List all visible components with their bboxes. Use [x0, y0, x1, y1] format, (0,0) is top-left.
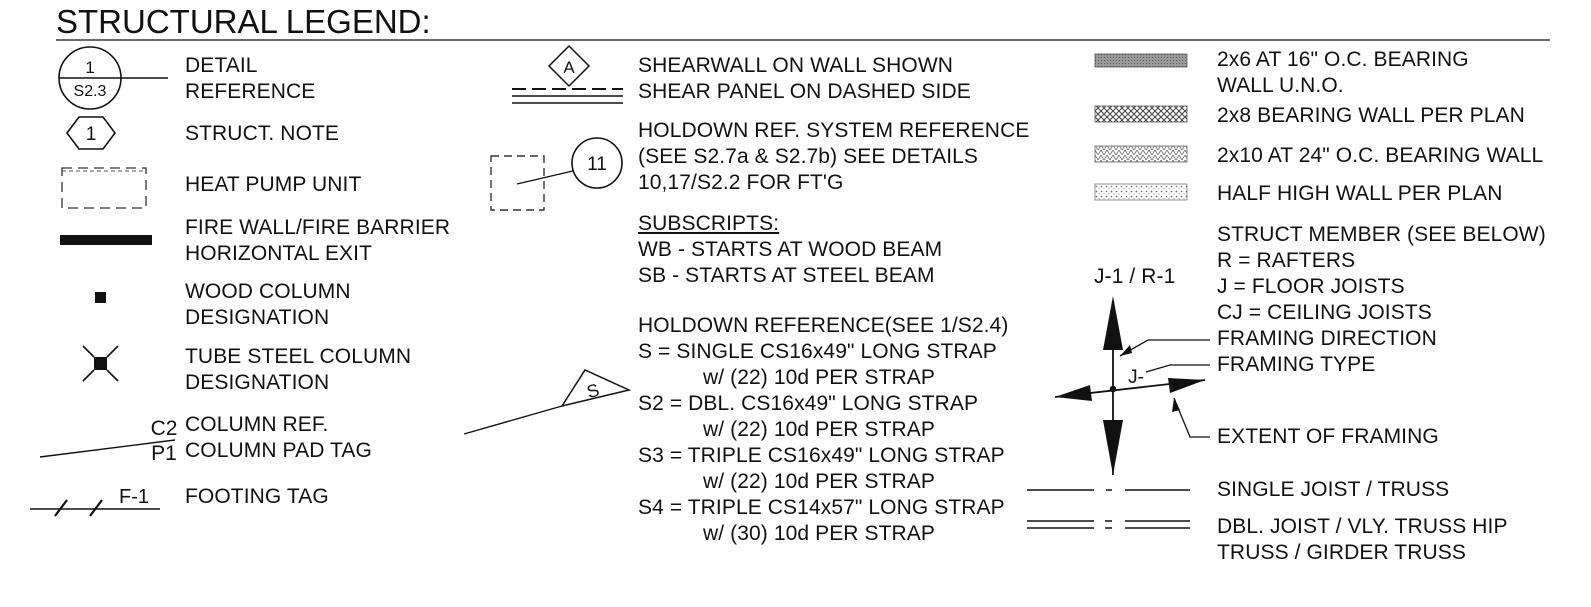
heat-pump-label: HEAT PUMP UNIT: [185, 173, 362, 196]
footing-tag-label-text: FOOTING TAG: [185, 485, 329, 508]
struct-note-hexagon: 1: [66, 116, 116, 150]
strap-line: S3 = TRIPLE CS16x49" LONG STRAP: [638, 444, 1005, 467]
strap-line: w/ (22) 10d PER STRAP: [703, 366, 936, 389]
wall-2x10-hatch: [1094, 145, 1188, 163]
wall-2x6-label-2: WALL U.N.O.: [1217, 74, 1344, 97]
strap-line: S2 = DBL. CS16x49" LONG STRAP: [638, 392, 979, 415]
strap-tag-letter: S: [584, 380, 601, 403]
wall-2x6-hatch: [1094, 53, 1188, 68]
holdown-label-1: HOLDOWN REF. SYSTEM REFERENCE: [638, 119, 1030, 142]
column-tag-top: C2: [151, 417, 178, 440]
shearwall-letter: A: [563, 58, 575, 77]
strap-line: w/ (22) 10d PER STRAP: [703, 470, 936, 493]
wall-2x8-label: 2x8 BEARING WALL PER PLAN: [1217, 104, 1525, 127]
strap-line: S4 = TRIPLE CS14x57" LONG STRAP: [638, 496, 1005, 519]
shearwall-symbol: A: [512, 44, 623, 104]
framing-type-label: J-: [1128, 367, 1144, 388]
tube-steel-label-2: DESIGNATION: [185, 371, 330, 394]
double-joist-label-2: TRUSS / GIRDER TRUSS: [1217, 541, 1466, 564]
column-ref-label: COLUMN REF.: [185, 413, 329, 436]
holdown-label-2: (SEE S2.7a & S2.7b) SEE DETAILS: [638, 145, 979, 168]
wood-column-label-2: DESIGNATION: [185, 306, 330, 329]
struct-note-number: 1: [86, 124, 97, 145]
fire-wall-label-1: FIRE WALL/FIRE BARRIER: [185, 216, 451, 239]
legend-title: STRUCTURAL LEGEND:: [56, 3, 431, 40]
column-tag-bottom: P1: [151, 442, 177, 465]
footing-tag-symbol: F-1: [30, 486, 160, 517]
wall-2x8-hatch: [1094, 105, 1188, 123]
heat-pump-symbol: [61, 167, 147, 209]
detail-reference-symbol: 1 S2.3: [58, 46, 168, 110]
tube-steel-label-1: TUBE STEEL COLUMN: [185, 345, 412, 368]
member-rafters: R = RAFTERS: [1217, 249, 1356, 272]
wood-column-symbol: [95, 292, 106, 303]
holdown-label-3: 10,17/S2.2 FOR FT'G: [638, 171, 844, 194]
column-ref-symbol: C2 P1: [39, 417, 178, 465]
subscript-sb: SB - STARTS AT STEEL BEAM: [638, 264, 935, 287]
subscript-wb: WB - STARTS AT WOOD BEAM: [638, 238, 943, 261]
member-tag-label: J-1 / R-1: [1094, 265, 1176, 288]
member-ceiling-joists: CJ = CEILING JOISTS: [1217, 301, 1432, 324]
wall-2x10-label: 2x10 AT 24" O.C. BEARING WALL: [1217, 144, 1544, 167]
wall-half-hatch: [1094, 183, 1188, 201]
holdown-symbol-number: 11: [587, 154, 607, 175]
strap-tag-symbol: S: [463, 369, 632, 435]
holdown-system-symbol: 11: [490, 137, 623, 211]
double-joist-label-1: DBL. JOIST / VLY. TRUSS HIP: [1217, 515, 1508, 538]
strap-line: HOLDOWN REFERENCE(SEE 1/S2.4): [638, 314, 1009, 337]
strap-line: w/ (22) 10d PER STRAP: [703, 418, 936, 441]
double-joist-line: [1027, 520, 1190, 529]
struct-note-label: STRUCT. NOTE: [185, 122, 340, 145]
single-joist-label: SINGLE JOIST / TRUSS: [1217, 478, 1450, 501]
detail-label-1: DETAIL: [185, 54, 258, 77]
extent-of-framing-label: EXTENT OF FRAMING: [1217, 425, 1439, 448]
strap-line: S = SINGLE CS16x49" LONG STRAP: [638, 340, 997, 363]
subscripts-title: SUBSCRIPTS:: [638, 212, 780, 235]
detail-label-2: REFERENCE: [185, 80, 316, 103]
detail-symbol-number: 1: [85, 58, 94, 77]
wall-2x6-label-1: 2x6 AT 16" O.C. BEARING: [1217, 48, 1469, 71]
framing-type-text: FRAMING TYPE: [1217, 353, 1376, 376]
wood-column-label-1: WOOD COLUMN: [185, 280, 351, 303]
member-floor-joists: J = FLOOR JOISTS: [1217, 275, 1405, 298]
struct-member-title: STRUCT MEMBER (SEE BELOW): [1217, 223, 1546, 246]
framing-direction-label: FRAMING DIRECTION: [1217, 327, 1437, 350]
fire-wall-symbol: [60, 235, 152, 245]
strap-line: w/ (30) 10d PER STRAP: [703, 522, 936, 545]
footing-tag-label: F-1: [119, 486, 149, 508]
detail-symbol-sheet: S2.3: [74, 83, 107, 100]
wall-half-label: HALF HIGH WALL PER PLAN: [1217, 182, 1503, 205]
fire-wall-label-2: HORIZONTAL EXIT: [185, 242, 373, 265]
framing-direction-symbol: J-: [1054, 296, 1210, 475]
tube-steel-column-symbol: [82, 345, 119, 382]
shearwall-label-1: SHEARWALL ON WALL SHOWN: [638, 54, 954, 77]
shearwall-label-2: SHEAR PANEL ON DASHED SIDE: [638, 80, 971, 103]
column-pad-tag-label: COLUMN PAD TAG: [185, 439, 372, 462]
